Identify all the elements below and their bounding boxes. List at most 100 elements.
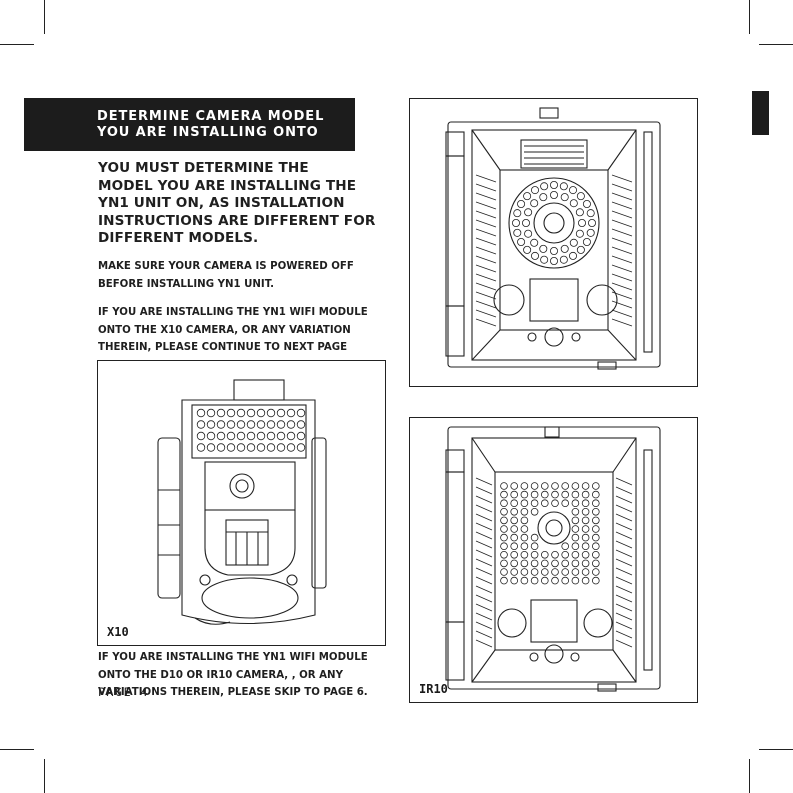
ir-led-dot bbox=[520, 568, 529, 576]
ir-led-dot bbox=[246, 420, 256, 429]
ir-led-dot bbox=[286, 443, 296, 452]
ir-led-dot bbox=[530, 533, 539, 542]
ir-led-dot bbox=[296, 431, 306, 441]
ir-led-dot bbox=[524, 229, 533, 238]
side-hatch-line bbox=[475, 183, 497, 192]
ir-led-dot bbox=[591, 542, 600, 550]
x10-camera-drawing bbox=[157, 379, 327, 625]
ir-led-dot bbox=[500, 516, 508, 525]
ir-led-dot bbox=[266, 408, 276, 418]
ir-led-dot bbox=[226, 443, 236, 452]
ir-led-dot bbox=[582, 199, 591, 208]
ir-led-dot bbox=[581, 550, 590, 559]
ir-led-dot bbox=[500, 576, 508, 585]
ir-led-dot bbox=[236, 408, 246, 418]
ir-led-dot bbox=[256, 443, 266, 452]
ir-led-dot bbox=[530, 238, 539, 247]
side-hatch-line bbox=[475, 549, 493, 558]
side-hatch-line bbox=[475, 273, 497, 282]
ir-led-dot bbox=[206, 408, 216, 418]
ir-led-dot bbox=[256, 431, 266, 441]
side-hatch-line bbox=[475, 219, 497, 228]
ir-led-dot bbox=[296, 420, 306, 429]
power-off-instruction: MAKE SURE YOUR CAMERA IS POWERED OFF BEF… bbox=[98, 261, 354, 290]
ir-led-dot bbox=[561, 482, 569, 490]
section-header-line-2: YOU ARE INSTALLING ONTO bbox=[97, 125, 319, 140]
side-hatch-line bbox=[611, 255, 633, 264]
ir-led-dot bbox=[581, 516, 590, 525]
ir-led-dot bbox=[540, 255, 549, 264]
ir-led-dot bbox=[571, 525, 580, 533]
ir-led-dot bbox=[550, 246, 559, 255]
ir-led-dot bbox=[524, 208, 533, 217]
ir-led-dot bbox=[571, 516, 580, 525]
ir-led-dot bbox=[236, 431, 246, 441]
ir-led-dot bbox=[540, 576, 549, 585]
ir-led-dot bbox=[266, 420, 276, 429]
ir-led-dot bbox=[591, 559, 600, 568]
ir-led-dot bbox=[206, 443, 216, 452]
ir-led-dot bbox=[561, 576, 569, 585]
ir-led-dot bbox=[296, 408, 306, 418]
side-hatch-line bbox=[611, 291, 633, 300]
side-hatch-line bbox=[475, 612, 493, 621]
ir-led-dot bbox=[226, 420, 236, 429]
side-hatch-line bbox=[475, 603, 493, 612]
side-hatch-line bbox=[475, 318, 497, 327]
ir-led-dot bbox=[571, 490, 580, 499]
crop-mark bbox=[749, 759, 750, 793]
ir-led-dot bbox=[286, 420, 296, 429]
ir-led-dot bbox=[510, 568, 519, 576]
ir-led-dot bbox=[581, 507, 590, 516]
ir-led-dot bbox=[575, 229, 584, 238]
ir-led-dot bbox=[581, 490, 590, 499]
ir-led-dot bbox=[591, 516, 600, 525]
side-hatch-line bbox=[475, 585, 493, 594]
side-hatch-line bbox=[475, 567, 493, 576]
side-hatch-line bbox=[611, 210, 633, 219]
section-header-line-1: DETERMINE CAMERA MODEL bbox=[97, 109, 325, 124]
side-hatch-line bbox=[611, 174, 633, 183]
ir-led-dot bbox=[540, 550, 549, 559]
ir-led-dot bbox=[530, 499, 539, 508]
d10-ir10-instruction: IF YOU ARE INSTALLING THE YN1 WIFI MODUL… bbox=[98, 652, 368, 698]
side-hatch-line bbox=[611, 237, 633, 246]
ir-led-dot bbox=[520, 507, 529, 516]
ir-led-dot bbox=[513, 228, 522, 237]
ir-led-dot bbox=[581, 542, 590, 550]
ir-led-dot bbox=[571, 568, 580, 576]
ir-led-dot bbox=[530, 550, 539, 559]
ir-led-dot bbox=[500, 568, 508, 576]
ir-led-dot bbox=[591, 507, 600, 516]
ir-led-dot bbox=[561, 550, 569, 559]
main-heading: YOU MUST DETERMINE THE MODEL YOU ARE INS… bbox=[98, 160, 376, 247]
ir-led-dot bbox=[569, 251, 578, 260]
side-hatch-line bbox=[475, 264, 497, 273]
ir-led-dot bbox=[520, 576, 529, 585]
ir-led-dot bbox=[551, 482, 559, 490]
x10-figure-frame bbox=[97, 360, 386, 646]
ir-led-dot bbox=[550, 190, 559, 199]
side-hatch-line bbox=[475, 246, 497, 255]
ir-led-dot bbox=[216, 420, 226, 429]
side-hatch-line bbox=[615, 621, 633, 630]
side-hatch-line bbox=[475, 486, 493, 495]
side-hatch-line bbox=[475, 210, 497, 219]
ir-led-dot bbox=[591, 533, 600, 542]
ir-led-dot bbox=[588, 218, 597, 227]
side-hatch-line bbox=[615, 531, 633, 540]
ir-led-dot bbox=[591, 576, 600, 585]
side-hatch-line bbox=[615, 558, 633, 567]
side-hatch-line bbox=[611, 300, 633, 309]
crop-mark bbox=[44, 0, 45, 34]
ir-led-dot bbox=[500, 499, 508, 508]
side-hatch-line bbox=[615, 585, 633, 594]
ir-led-dot bbox=[500, 533, 508, 542]
side-hatch-line bbox=[475, 522, 493, 531]
ir-led-dot bbox=[591, 490, 600, 499]
ir-led-dot bbox=[550, 180, 559, 189]
side-hatch-line bbox=[475, 174, 497, 183]
side-hatch-line bbox=[611, 282, 633, 291]
ir-led-dot bbox=[196, 431, 206, 441]
ir-led-dot bbox=[571, 576, 580, 585]
